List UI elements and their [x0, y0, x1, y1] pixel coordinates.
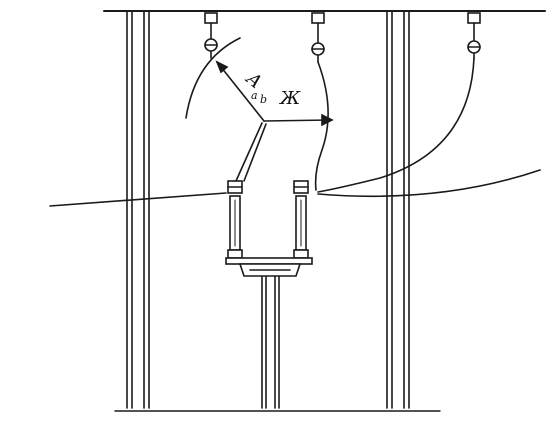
conductor-left — [49, 192, 227, 207]
label-a-small: a — [251, 89, 258, 102]
clearance-arc-left — [185, 37, 241, 119]
left-column — [126, 10, 150, 409]
center-pedestal — [261, 275, 280, 409]
label-b-small: b — [260, 93, 267, 106]
post-insulator-left — [227, 180, 243, 259]
label-zh: Ж — [278, 88, 301, 109]
conductor-right-low — [317, 169, 541, 198]
conductor-swing-curve — [317, 57, 475, 193]
suspension-insulator-middle — [311, 12, 325, 63]
post-insulator-right — [293, 180, 309, 259]
right-column — [386, 10, 410, 409]
dimension-arrows — [215, 60, 334, 182]
pedestal-base — [225, 257, 313, 277]
clearance-arc-middle — [314, 61, 329, 191]
suspension-insulator-right — [467, 12, 481, 59]
suspension-insulator-left — [204, 12, 218, 59]
